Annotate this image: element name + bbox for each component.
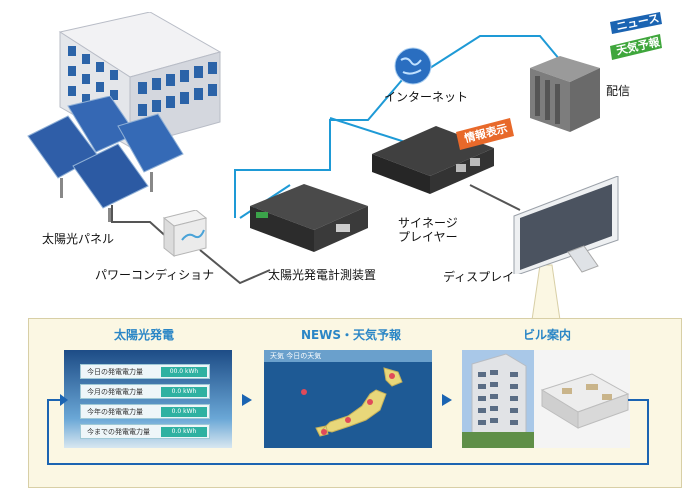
label-solar-panel: 太陽光パネル	[42, 232, 115, 246]
measurement-device-illustration	[250, 184, 368, 252]
badge-weather: 天気予報	[610, 34, 662, 60]
label-measurement-device: 太陽光発電計測装置	[268, 268, 377, 282]
network-line-internet-to-server	[429, 35, 561, 69]
panel-title-news: NEWS・天気予報	[300, 328, 402, 342]
display-monitor-illustration	[513, 176, 619, 274]
panel-title-solar: 太陽光発電	[113, 328, 174, 342]
label-signage-player-1: サイネージ	[398, 216, 458, 230]
panel-title-building: ビル案内	[522, 328, 571, 342]
building-guide-screen-thumbnail	[462, 350, 630, 448]
label-signage-player-2: プレイヤー	[398, 230, 458, 244]
data-line-player-to-display	[469, 184, 521, 211]
arrow-into-solar	[60, 394, 68, 406]
arrow-solar-to-news	[242, 394, 252, 406]
power-line-conditioner-to-measurement	[199, 249, 271, 285]
network-line-measurement-to-internet	[234, 79, 403, 218]
solar-panel-array-illustration	[27, 96, 184, 222]
news-weather-screen-thumbnail: 天気 今日の天気	[264, 350, 432, 448]
news-screen-header: 天気 今日の天気	[264, 350, 432, 362]
label-display: ディスプレイ	[443, 270, 515, 284]
power-conditioner-illustration	[162, 210, 208, 258]
building-photo-illustration	[462, 350, 630, 448]
japan-map-illustration	[301, 367, 403, 437]
label-distribution: 配信	[606, 84, 631, 98]
arrow-news-to-building	[442, 394, 452, 406]
label-internet: インターネット	[384, 90, 469, 104]
power-line-panel-to-conditioner	[111, 205, 171, 241]
badge-news: ニュース	[610, 12, 662, 34]
label-power-conditioner: パワーコンディショナ	[95, 268, 215, 282]
internet-globe-icon	[394, 47, 432, 85]
server-rack-illustration	[530, 56, 600, 132]
badge-info-display: 情報表示	[456, 118, 514, 150]
